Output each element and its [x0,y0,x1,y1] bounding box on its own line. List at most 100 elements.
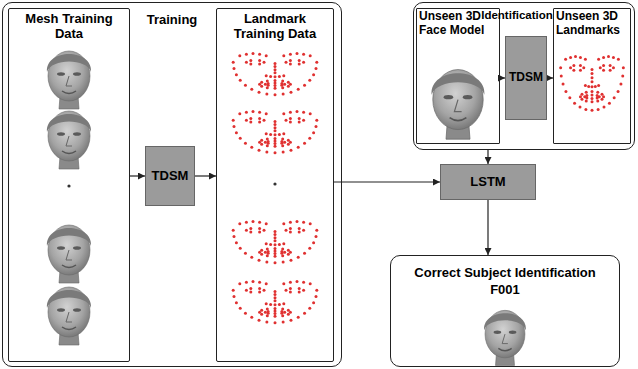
landmark-dot [579,56,582,59]
node-label: Identification [481,9,553,22]
landmark-dot [265,242,268,245]
landmark-dot [289,121,292,124]
landmark-dot [274,123,277,126]
landmark-dot [278,75,281,78]
landmark-dot [579,106,582,109]
landmark-dot [274,247,277,250]
face-mesh [47,287,91,345]
landmark-dot [245,221,248,224]
landmark-dot [274,290,277,293]
landmark-dot [579,64,582,67]
landmark-dot [619,83,622,86]
landmark-dot [264,83,267,86]
landmark-dot [289,149,292,152]
landmark-dot [303,312,306,315]
landmark-dot [274,239,277,242]
landmark-dot [314,67,317,70]
landmark-dot [298,231,301,234]
landmark-dot [302,53,305,56]
landmark-dot [264,251,267,254]
landmark-dot [591,90,594,93]
landmark-dot [264,141,267,144]
face-mesh [484,310,526,365]
landmark-dot [314,295,317,298]
ellipsis-dot [67,184,70,187]
landmark-dot [560,75,563,78]
landmark-dot [298,59,301,62]
landmark-dot [274,243,277,246]
landmark-dot [573,102,576,105]
landmark-dot [265,151,268,154]
landmark-dot [312,131,315,134]
landmark-dot [263,119,266,122]
landmark-dot [582,66,585,69]
landmark-dot [594,85,597,88]
flow-arrow [487,150,488,164]
landmark-dot [249,63,252,66]
landmark-dot [269,133,272,136]
landmark-dot [267,82,270,85]
landmark-dot [232,289,235,292]
landmark-dot [274,230,277,233]
landmark-dot [235,301,238,304]
landmark-dot [289,53,292,56]
landmark-dot [267,310,270,313]
landmark-dot [265,132,268,135]
landmark-dot [252,280,255,283]
landmark-dot [282,222,285,225]
landmark-dot [621,75,624,78]
landmark-dot [574,55,577,58]
node-label: TDSM [152,169,189,184]
landmark-dot [591,68,594,71]
landmark-dot [584,108,587,111]
landmark-dot [285,229,288,232]
landmark-dot [287,143,290,146]
landmark-dot [562,83,565,86]
landmark-dot [585,94,588,97]
landmark-dot [280,140,283,143]
landmark-dot [314,125,317,128]
landmark-dot [274,84,277,87]
result-box: Correct Subject IdentificationF001 [390,255,620,367]
landmark-dot [233,235,236,238]
landmark-dot [249,231,252,234]
landmark-dot [591,97,594,100]
process-box: TDSM [145,146,195,206]
landmark-dot [587,85,590,88]
landmark-dot [258,231,261,234]
landmark-dot [309,112,312,115]
landmark-dot [596,100,599,103]
landmark-dot [287,81,290,84]
landmark-dot [285,119,288,122]
landmark-dot [302,289,305,292]
landmark-dot [617,58,620,61]
landmark-dot [235,131,238,134]
landmark-dot [274,62,277,65]
process-box: TDSM [505,36,547,120]
landmark-dot [308,247,311,250]
landmark-dot [568,96,571,99]
landmark-dot [250,88,253,91]
landmark-dot [238,112,241,115]
landmark-dot [312,241,315,244]
landmark-dot [239,247,242,250]
landmark-dot [303,252,306,255]
landmark-dot [267,250,270,253]
landmark-dot [609,64,612,67]
landmark-dot [274,82,277,85]
landmark-dot [233,125,236,128]
landmark-dot [287,85,290,88]
landmark-dot [245,61,248,64]
landmark-dot [274,93,277,96]
landmark-dot [280,250,283,253]
landmark-dot [263,61,266,64]
landmark-dot [613,96,616,99]
landmark-dot [258,121,261,124]
landmark-dot [609,69,612,72]
flow-arrow [334,181,440,182]
landmark-dot [579,69,582,72]
landmark-dot [289,117,292,120]
landmark-dot [245,119,248,122]
landmark-dot [591,100,594,103]
landmark-dot [267,140,270,143]
